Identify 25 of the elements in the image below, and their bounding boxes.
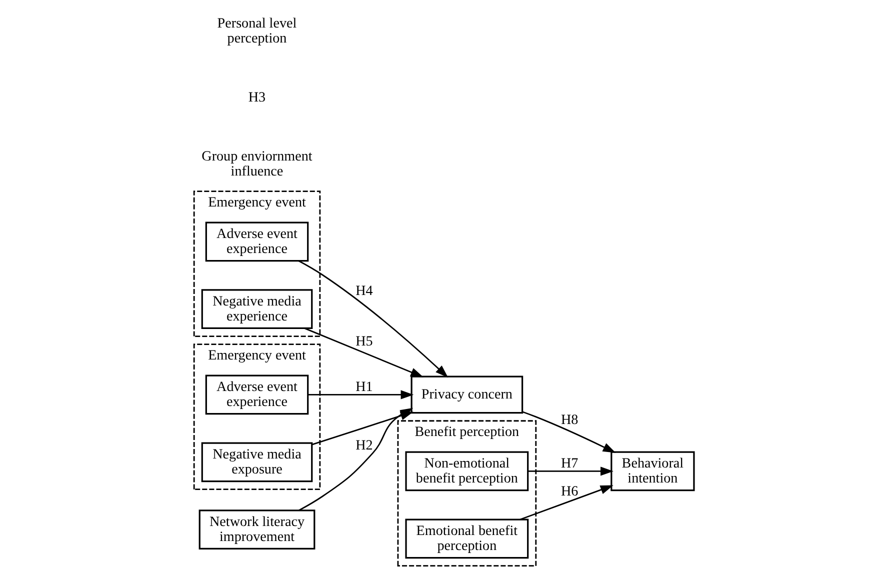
edge-label: H4 — [356, 283, 373, 300]
arrow — [304, 328, 424, 378]
label: H3 — [248, 89, 266, 106]
node-box: Network literacy improvement — [198, 510, 316, 550]
node-box: Negative media experience — [201, 289, 313, 330]
node-box: Negative media exposure — [201, 442, 313, 482]
edge-label: H5 — [356, 334, 373, 350]
node-box: Adverse event experience — [205, 374, 309, 415]
arrow — [522, 411, 616, 453]
node-box: Non-emotional benefit perception — [405, 451, 529, 492]
edge-label: H6 — [561, 484, 578, 500]
edge-label: H8 — [561, 412, 578, 428]
label: Group enviornment influence — [202, 148, 312, 180]
edge-label: H7 — [561, 455, 578, 472]
label: Personal level perception — [217, 15, 297, 46]
arrow — [520, 485, 614, 520]
node-box: Adverse event experience — [205, 222, 309, 262]
arrow — [308, 390, 414, 400]
arrow — [298, 260, 448, 378]
node-box: Emotional benefit perception — [405, 518, 529, 559]
edge-label: H2 — [356, 437, 373, 454]
node-box: Behavioral intention — [610, 451, 695, 492]
edge-label: H1 — [356, 378, 373, 395]
arrow — [528, 466, 614, 476]
node-box: Privacy concern — [410, 376, 524, 414]
